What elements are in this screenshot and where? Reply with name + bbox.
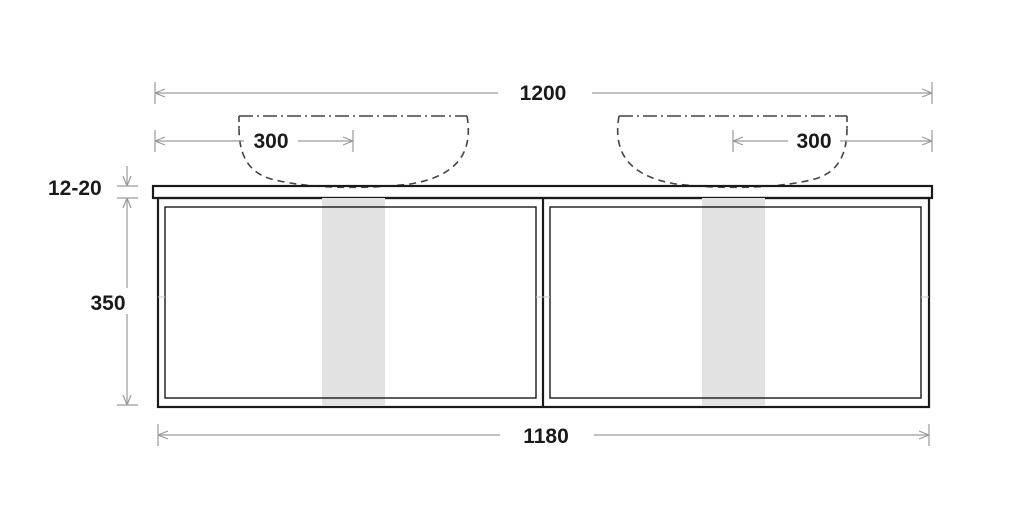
left-basin-dimension: 300: [154, 130, 354, 153]
right-drawer-front: [549, 206, 922, 399]
cabinet-width-dimension: 1180: [157, 424, 930, 448]
left-drawer-handle-recess: [322, 198, 385, 406]
right-basin-width-label: 300: [796, 130, 831, 153]
countertop-thickness-dimension: 12-20: [48, 166, 138, 200]
right-basin: [616, 115, 848, 189]
cabinet: [156, 196, 931, 409]
right-drawer: [543, 198, 929, 406]
countertop-thickness-label: 12-20: [48, 177, 102, 200]
overall-width-dimension: 1200: [154, 82, 933, 105]
cabinet-width-label: 1180: [523, 425, 569, 448]
left-basin-width-label: 300: [253, 130, 288, 153]
cabinet-height-label: 350: [90, 292, 125, 315]
right-drawer-handle-recess: [702, 198, 765, 406]
left-drawer: [158, 198, 543, 406]
left-drawer-front: [164, 206, 537, 399]
countertop: [151, 184, 934, 200]
right-basin-dimension: 300: [732, 130, 933, 153]
cabinet-height-dimension: 350: [84, 197, 138, 406]
left-basin: [238, 115, 470, 189]
overall-width-label: 1200: [520, 82, 567, 105]
